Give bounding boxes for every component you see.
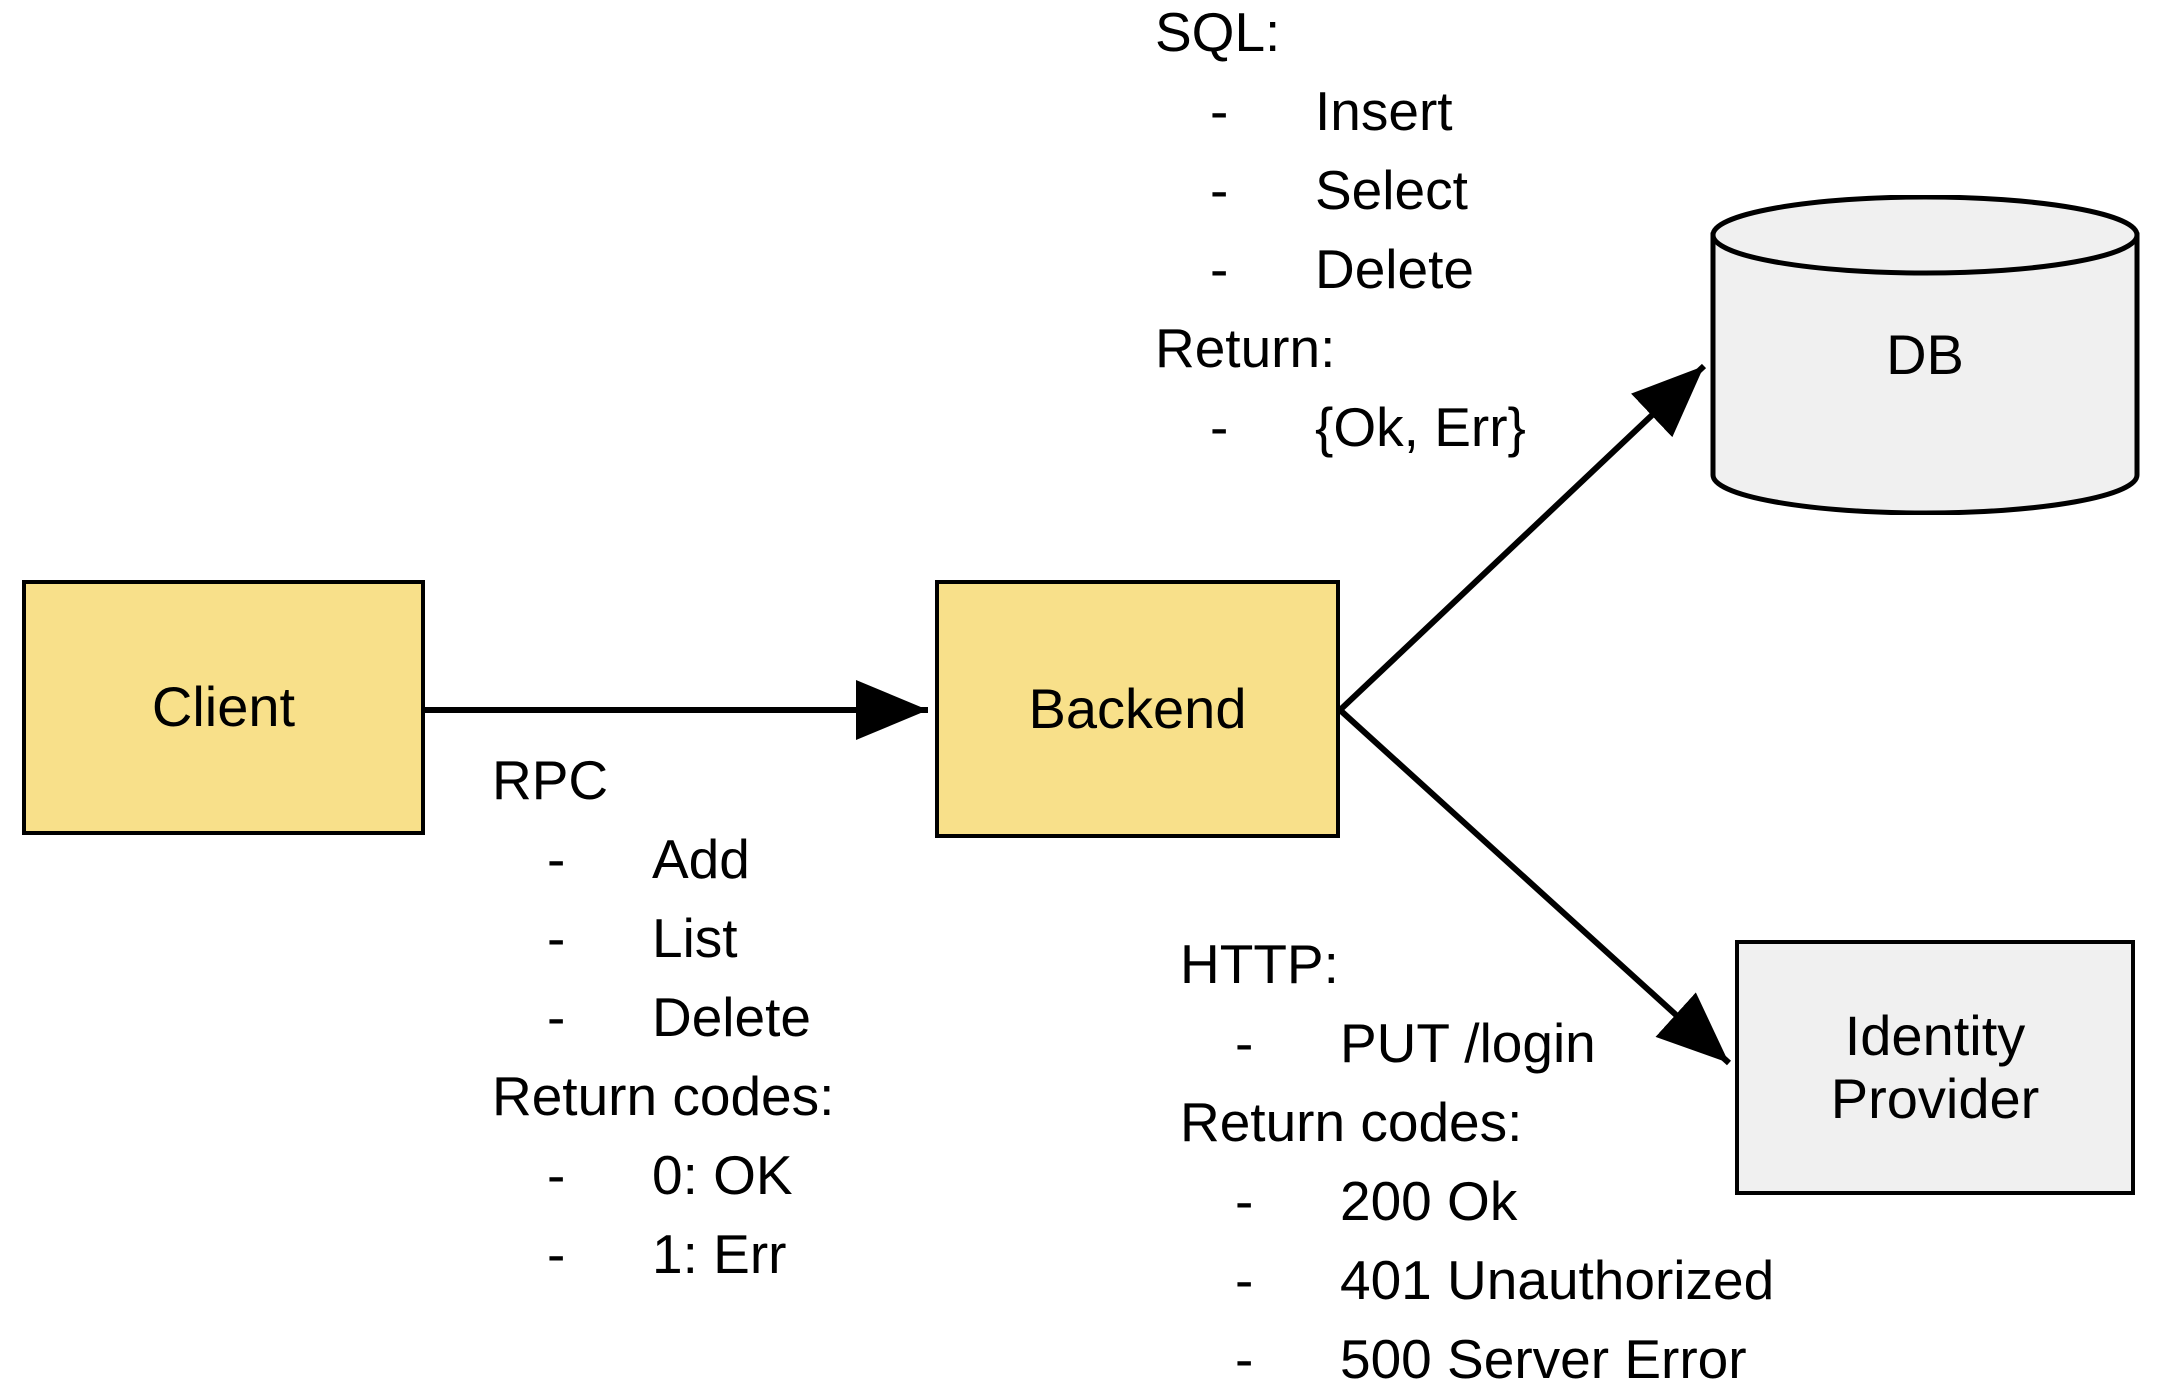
annotation-rpc: RPC - Add - List - Delete Return codes: - 0:…	[492, 741, 834, 1294]
annotation-http-method-0-text: PUT /login	[1340, 1012, 1596, 1074]
annotation-http: HTTP: -PUT /login Return codes: -200 Ok …	[1180, 925, 1774, 1398]
annotation-rpc-method-1-text: List	[652, 907, 738, 969]
annotation-sql-method-0: - Insert	[1155, 72, 1526, 151]
bullet-dash-icon: -	[1210, 396, 1229, 458]
node-client-label: Client	[151, 675, 296, 739]
bullet-dash-icon: -	[547, 986, 566, 1048]
node-identity-provider[interactable]: Identity Provider	[1735, 940, 2135, 1195]
bullet-dash-icon: -	[1235, 1012, 1254, 1074]
annotation-rpc-return-0: - 0: OK	[492, 1136, 834, 1215]
annotation-sql-returns-heading: Return:	[1155, 317, 1336, 379]
annotation-rpc-return-1-text: 1: Err	[652, 1223, 787, 1285]
annotation-http-return-1: - 401 Unauthorized	[1180, 1241, 1774, 1320]
annotation-rpc-heading: RPC	[492, 749, 609, 811]
annotation-sql-method-2-text: Delete	[1315, 238, 1474, 300]
bullet-dash-icon: -	[1235, 1328, 1254, 1390]
bullet-dash-icon: -	[547, 1144, 566, 1206]
annotation-http-returns-heading: Return codes:	[1180, 1091, 1523, 1153]
bullet-dash-icon: -	[1235, 1170, 1254, 1232]
node-identity-provider-label-line1: Identity	[1844, 1003, 2026, 1067]
annotation-http-return-2-text: 500 Server Error	[1340, 1328, 1747, 1390]
node-db-label: DB	[1886, 322, 1964, 386]
annotation-rpc-method-2: - Delete	[492, 978, 834, 1057]
annotation-sql-return-0-text: {Ok, Err}	[1315, 396, 1526, 458]
annotation-http-return-0-text: 200 Ok	[1340, 1170, 1518, 1232]
node-db[interactable]: DB	[1710, 195, 2140, 515]
annotation-sql-method-2: - Delete	[1155, 230, 1526, 309]
annotation-rpc-return-1: - 1: Err	[492, 1215, 834, 1294]
annotation-http-return-0: - 200 Ok	[1180, 1162, 1774, 1241]
annotation-rpc-return-0-text: 0: OK	[652, 1144, 793, 1206]
bullet-dash-icon: -	[547, 1223, 566, 1285]
node-identity-provider-label-line2: Provider	[1830, 1066, 2040, 1130]
annotation-sql-method-1: - Select	[1155, 151, 1526, 230]
bullet-dash-icon: -	[547, 907, 566, 969]
annotation-http-return-2: - 500 Server Error	[1180, 1320, 1774, 1398]
annotation-sql-method-0-text: Insert	[1315, 80, 1453, 142]
annotation-http-method-0: - PUT /login	[1180, 1004, 1774, 1083]
annotation-sql-return-0: - {Ok, Err}	[1155, 388, 1526, 467]
bullet-dash-icon: -	[1210, 80, 1229, 142]
bullet-dash-icon: -	[1235, 1249, 1254, 1311]
bullet-dash-icon: -	[547, 828, 566, 890]
annotation-rpc-method-0-text: Add	[652, 828, 750, 890]
bullet-dash-icon: -	[1210, 238, 1229, 300]
node-backend-label: Backend	[1028, 676, 1247, 740]
annotation-sql: SQL: - Insert - Select - Delete Return: - {O…	[1155, 0, 1526, 467]
node-backend[interactable]: Backend	[935, 580, 1340, 838]
annotation-http-return-1-text: 401 Unauthorized	[1340, 1249, 1775, 1311]
annotation-rpc-method-1: - List	[492, 899, 834, 978]
annotation-http-heading: HTTP:	[1180, 933, 1339, 995]
annotation-rpc-method-2-text: Delete	[652, 986, 811, 1048]
node-client[interactable]: Client	[22, 580, 425, 835]
annotation-sql-method-1-text: Select	[1315, 159, 1468, 221]
annotation-sql-heading: SQL:	[1155, 1, 1281, 63]
annotation-rpc-method-0: - Add	[492, 820, 834, 899]
bullet-dash-icon: -	[1210, 159, 1229, 221]
annotation-rpc-returns-heading: Return codes:	[492, 1065, 835, 1127]
database-cylinder-icon	[1710, 195, 2140, 515]
